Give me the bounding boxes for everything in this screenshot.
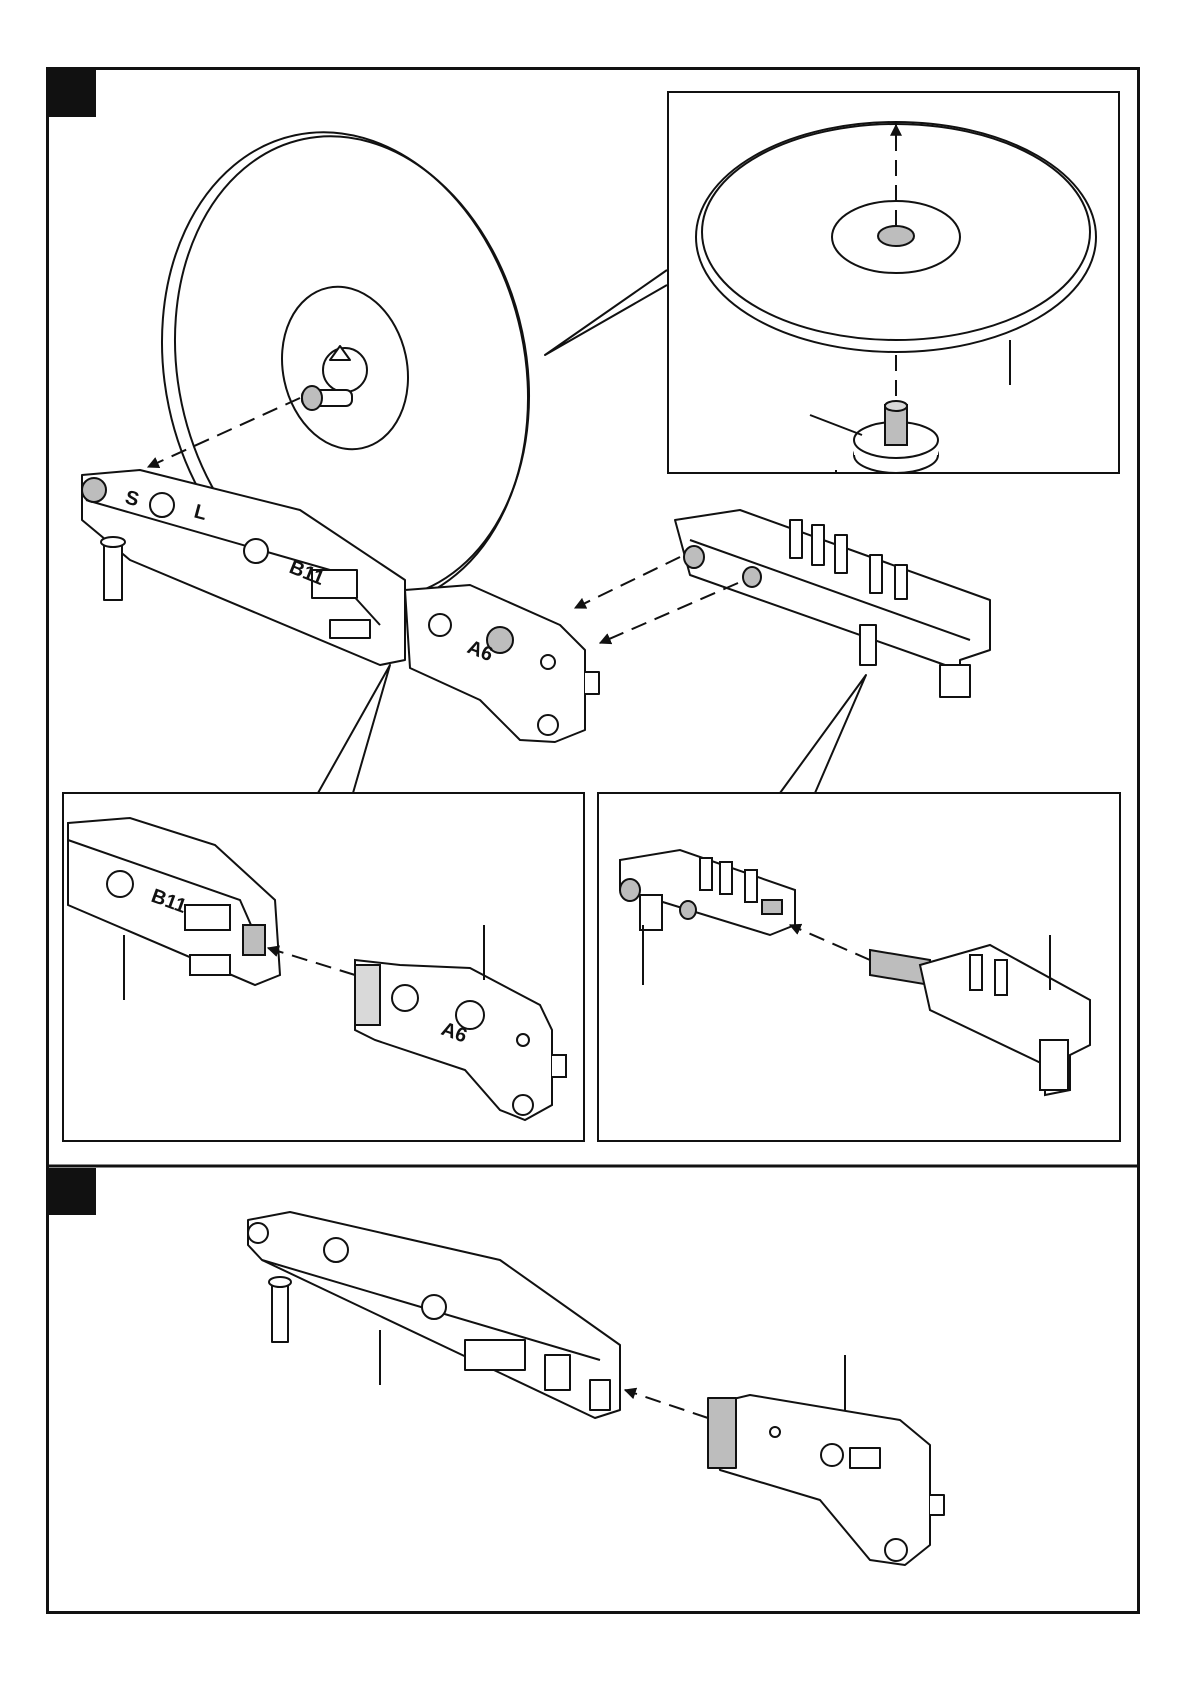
inset-arm-detail — [63, 793, 584, 1141]
arrow-rail-to-plate-2 — [600, 583, 738, 643]
callout-arm-to-inset — [318, 665, 390, 793]
callout-rail-to-inset — [780, 675, 866, 793]
callout-disc-to-inset — [545, 270, 667, 355]
arm-end-plate — [405, 585, 599, 742]
step-2-arm-assembly — [248, 1212, 944, 1565]
arrow-rail-to-plate-1 — [575, 557, 680, 608]
inset-rail-detail — [598, 793, 1120, 1141]
inset-turntable — [668, 92, 1119, 473]
control-rail — [675, 510, 990, 697]
